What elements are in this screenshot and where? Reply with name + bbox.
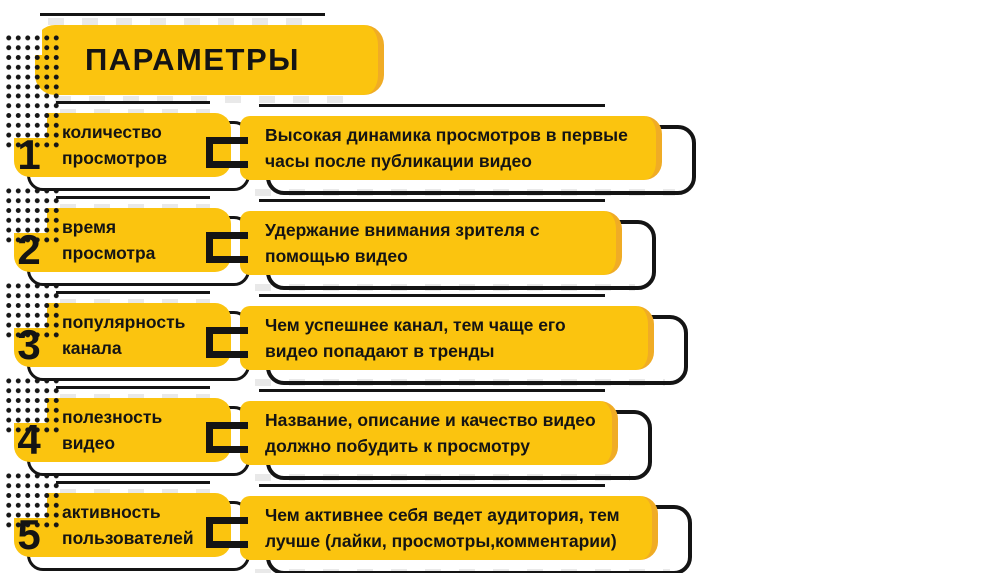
label-line: канала (62, 338, 122, 358)
label-line: активность (62, 502, 161, 522)
label-line: популярность (62, 312, 186, 332)
bracket-connector-icon (206, 517, 248, 548)
texture-dashes (60, 489, 210, 496)
row-number: 3 (17, 321, 41, 368)
description-line: Название, описание и качество видео (265, 410, 596, 430)
texture-dashes (60, 299, 210, 306)
desc-rule-line (259, 389, 605, 392)
parameter-description: Удержание внимания зрителя с помощью вид… (240, 211, 540, 275)
parameter-description: Чем активнее себя ведет аудитория, тем л… (240, 496, 620, 560)
page-title: ПАРАМЕТРЫ (85, 42, 300, 77)
desc-rule-line (259, 484, 605, 487)
parameter-description: Чем успешнее канал, тем чаще его видео п… (240, 306, 566, 370)
texture-dashes (60, 204, 210, 211)
label-line: пользователей (62, 528, 194, 548)
parameter-description: Название, описание и качество видео долж… (240, 401, 596, 465)
description-line: должно побудить к просмотру (265, 436, 531, 456)
description-line: лучше (лайки, просмотры,комментарии) (265, 531, 617, 551)
label-line: просмотров (62, 148, 168, 168)
description-line: Чем успешнее канал, тем чаще его (265, 315, 566, 335)
label-rule-line (56, 481, 210, 484)
dots-pattern-icon (2, 89, 59, 148)
texture-dashes (55, 96, 355, 103)
title-box (35, 25, 384, 95)
description-line: помощью видео (265, 246, 408, 266)
label-line: количество (62, 122, 162, 142)
row-number: 2 (17, 226, 41, 273)
label-line: время просмотра (62, 217, 156, 263)
description-line: Чем активнее себя ведет аудитория, тем (265, 505, 620, 525)
label-rule-line (56, 196, 210, 199)
desc-rule-line (259, 294, 605, 297)
dots-pattern-icon (2, 184, 59, 243)
parameter-label: полезность видео (62, 398, 214, 462)
desc-rule-line (259, 104, 605, 107)
dots-pattern-icon (2, 469, 59, 528)
dots-pattern-icon (2, 279, 59, 338)
parameter-description: Высокая динамика просмотров в первые час… (240, 116, 628, 180)
label-rule-line (56, 386, 210, 389)
row-number: 5 (17, 511, 41, 558)
parameter-row-4: 4 полезность видео Название, описание и … (0, 374, 1000, 481)
parameter-row-1: 1 количество просмотров Высокая динамика… (0, 89, 1000, 196)
parameter-row-2: 2 время просмотра Удержание внимания зри… (0, 184, 1000, 291)
parameter-label: время просмотра (62, 208, 214, 272)
bracket-connector-icon (206, 232, 248, 263)
title-block: ПАРАМЕТРЫ (0, 0, 420, 103)
label-rule-line (56, 101, 210, 104)
texture-dashes (60, 109, 210, 116)
bracket-connector-icon (206, 327, 248, 358)
texture-dashes (48, 18, 318, 25)
label-line: полезность (62, 407, 163, 427)
description-box (240, 116, 662, 180)
description-box (240, 306, 654, 370)
description-box (240, 211, 622, 275)
title-rule-line (40, 13, 325, 16)
dots-pattern-icon (2, 374, 59, 433)
bracket-connector-icon (206, 137, 248, 168)
description-box (240, 401, 618, 465)
row-number: 4 (17, 416, 41, 463)
row-number: 1 (17, 131, 41, 178)
parameter-label: количество просмотров (62, 113, 214, 177)
label-rule-line (56, 291, 210, 294)
description-line: часы после публикации видео (265, 151, 532, 171)
label-line: видео (62, 433, 116, 453)
description-line: Высокая динамика просмотров в первые (265, 125, 628, 145)
dots-pattern-icon (2, 31, 59, 90)
description-box (240, 496, 658, 560)
parameter-row-3: 3 популярность канала Чем успешнее канал… (0, 279, 1000, 386)
description-line: видео попадают в тренды (265, 341, 495, 361)
parameter-label: популярность канала (62, 303, 214, 367)
description-line: Удержание внимания зрителя с (265, 220, 540, 240)
parameter-row-5: 5 активность пользователей Чем активнее … (0, 469, 1000, 573)
parameter-label: активность пользователей (62, 493, 214, 557)
texture-dashes (60, 394, 210, 401)
bracket-connector-icon (206, 422, 248, 453)
desc-rule-line (259, 199, 605, 202)
